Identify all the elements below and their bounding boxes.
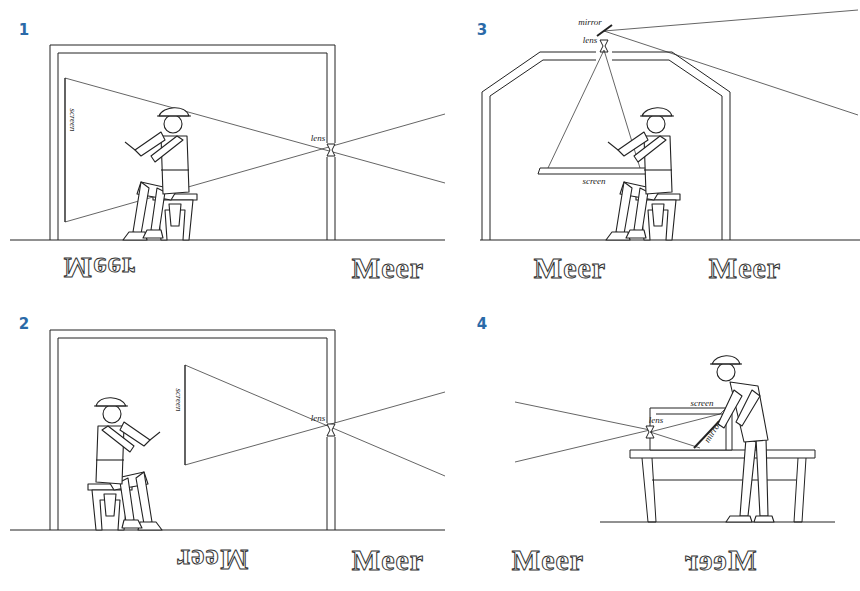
part-label: lens: [583, 36, 598, 45]
part-label: lens: [311, 414, 326, 423]
part-label: lens: [649, 416, 664, 425]
signature: Meer: [709, 253, 781, 283]
part-label: screen: [690, 399, 713, 408]
signature: Meer: [512, 545, 584, 575]
signature: Meer: [534, 253, 606, 283]
part-label: lens: [311, 134, 326, 143]
signature: Meer: [176, 545, 248, 575]
panel-number: 4: [477, 317, 487, 332]
signature: Meer: [352, 545, 424, 575]
panel-number: 3: [477, 23, 487, 38]
panel-number: 1: [19, 23, 29, 38]
signature: Meer: [64, 253, 136, 283]
part-label: screen: [582, 177, 605, 186]
part-label: mirror: [703, 420, 723, 445]
panel-number: 2: [19, 317, 29, 332]
signature: Meer: [352, 253, 424, 283]
signature: Meer: [684, 545, 756, 575]
part-label: mirror: [578, 18, 602, 27]
part-label: screen: [174, 388, 183, 411]
part-label: screen: [68, 108, 77, 131]
